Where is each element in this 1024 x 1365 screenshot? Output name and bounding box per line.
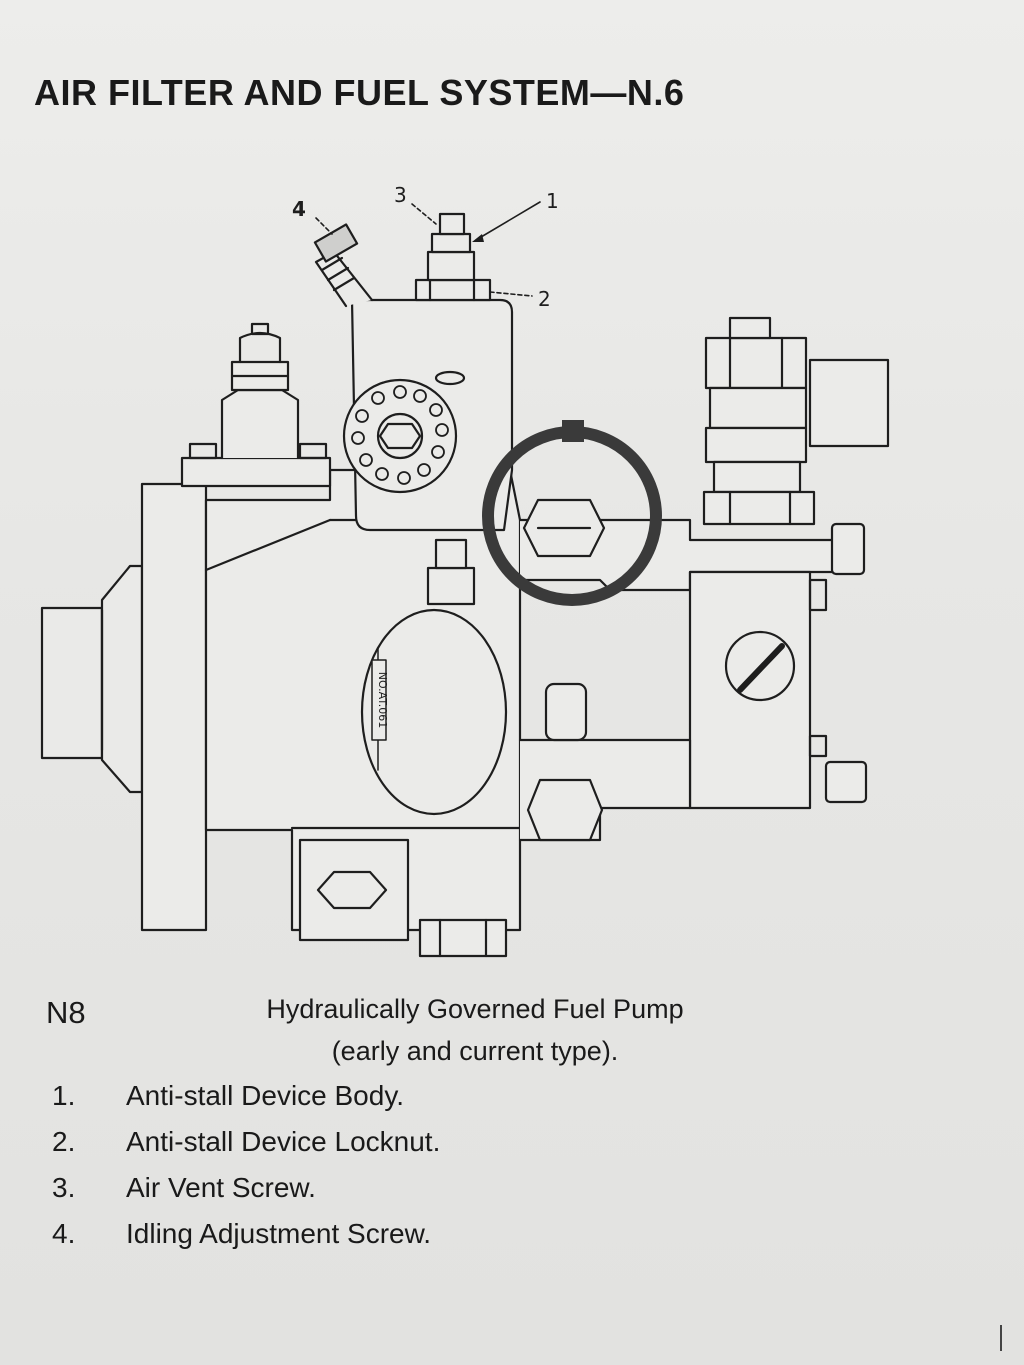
bleed-fitting: [426, 538, 476, 606]
left-top-fitting: [180, 322, 332, 488]
inspection-plate-text: NO.AT.061: [376, 672, 389, 729]
page-edge-mark: [1000, 1325, 1002, 1351]
caption-line-1: Hydraulically Governed Fuel Pump: [266, 994, 684, 1024]
drive-hub: [40, 564, 144, 794]
legend-item: 3. Air Vent Screw.: [52, 1172, 440, 1218]
legend-label: Air Vent Screw.: [126, 1172, 316, 1203]
outlet-fitting: [518, 682, 692, 842]
callout-2: 2: [538, 287, 551, 311]
callout-3: 3: [394, 183, 407, 207]
banjo-union: [298, 838, 508, 958]
legend-number: 2.: [52, 1126, 76, 1157]
legend-label: Anti-stall Device Locknut.: [126, 1126, 441, 1157]
legend-item: 2. Anti-stall Device Locknut.: [52, 1126, 440, 1172]
stop-solenoid: [702, 316, 890, 526]
callout-4: 4: [292, 197, 306, 221]
anti-stall-device: [414, 212, 492, 302]
right-pump-head: [688, 570, 868, 810]
callout-1: 1: [546, 189, 559, 213]
legend-number: 3.: [52, 1172, 76, 1203]
callout-numbers: 1 2 3 4: [292, 183, 559, 311]
idling-adjustment-screw: [313, 223, 374, 308]
mounting-flange: [140, 482, 208, 932]
legend-number: 1.: [52, 1080, 76, 1111]
inspection-plate: NO.AT.061: [360, 608, 508, 816]
page-title: AIR FILTER AND FUEL SYSTEM—N.6: [34, 72, 685, 113]
legend-item: 1. Anti-stall Device Body.: [52, 1080, 440, 1126]
caption-line-2: (early and current type).: [331, 1036, 619, 1066]
governor-housing: [342, 298, 514, 532]
legend-number: 4.: [52, 1218, 76, 1249]
legend-label: Anti-stall Device Body.: [126, 1080, 405, 1111]
callouts: [315, 201, 541, 297]
legend-label: Idling Adjustment Screw.: [126, 1218, 432, 1249]
figure-id: N8: [46, 995, 86, 1030]
legend-item: 4. Idling Adjustment Screw.: [52, 1218, 440, 1264]
figure-caption: Hydraulically Governed Fuel Pump (early …: [215, 988, 735, 1072]
highlighted-nut: [482, 420, 866, 606]
fuel-pump-diagram: NO.AT.061 1 2 3 4: [40, 183, 890, 958]
parts-legend: 1. Anti-stall Device Body. 2. Anti-stall D…: [52, 1080, 440, 1264]
